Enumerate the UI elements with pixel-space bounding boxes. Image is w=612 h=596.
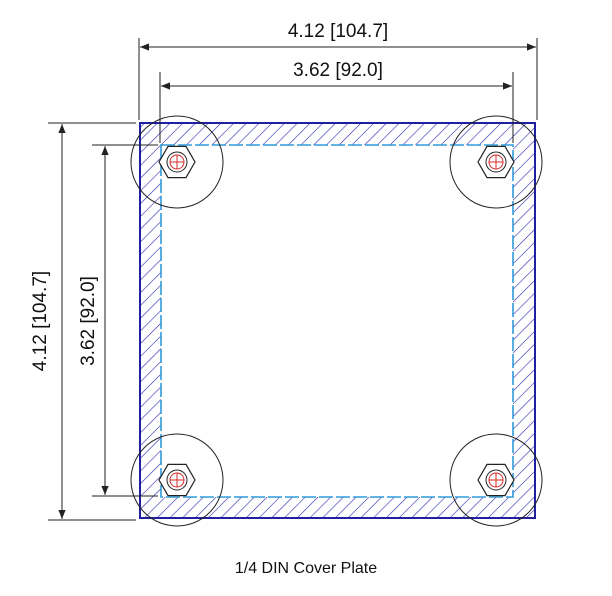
screw-top-left (130, 115, 224, 209)
inner-height-label: 3.62 [92.0] (78, 276, 99, 366)
extension-lines (48, 38, 538, 521)
clearance-circle (449, 115, 543, 209)
dimension-lines (58, 43, 536, 519)
drawing-caption: 1/4 DIN Cover Plate (234, 560, 378, 577)
outer-width-label: 4.12 [104.7] (288, 21, 388, 42)
screw-top-right (449, 115, 543, 209)
inner-edge (160, 144, 514, 498)
screw-bottom-left (130, 433, 224, 527)
screw-bottom-right (449, 433, 543, 527)
clearance-circle (130, 433, 224, 527)
clearance-circle (449, 433, 543, 527)
clearance-circle (130, 115, 224, 209)
hatched-frame (139, 122, 536, 519)
outer-edge (139, 122, 536, 519)
inner-width-label: 3.62 [92.0] (293, 60, 383, 81)
outer-height-label: 4.12 [104.7] (30, 271, 51, 371)
